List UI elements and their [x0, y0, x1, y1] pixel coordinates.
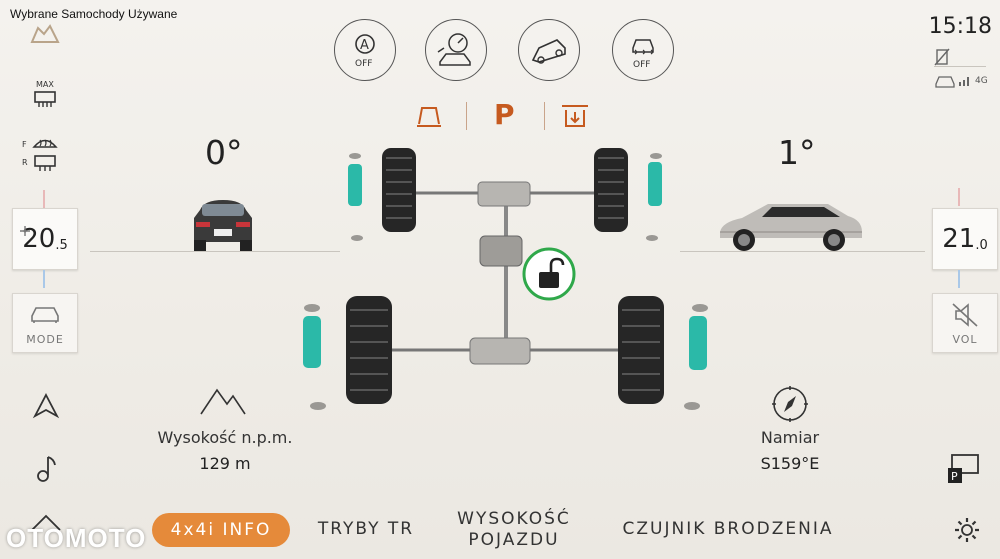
- altitude-value: 129 m: [199, 454, 251, 473]
- ground-line-right: [680, 251, 925, 252]
- traction-control-off-button[interactable]: OFF: [612, 19, 674, 81]
- svg-text:OFF: OFF: [355, 59, 372, 69]
- suspension-rear-left: [303, 304, 326, 410]
- front-defrost-icon[interactable]: [32, 134, 58, 150]
- access-height-icon: [562, 105, 588, 127]
- fan-icon: [20, 226, 30, 236]
- mute-icon: [952, 303, 978, 327]
- parking-camera-icon[interactable]: P: [946, 452, 980, 484]
- right-temp-value: 21: [942, 224, 976, 254]
- compass-icon: [772, 386, 808, 422]
- svg-text:A: A: [360, 38, 369, 53]
- altitude-label: Wysokość n.p.m.: [157, 428, 293, 447]
- car-rear-view: [194, 200, 252, 252]
- tab-4x4i-info-label: 4x4i INFO: [170, 520, 272, 540]
- home-icon[interactable]: [30, 512, 62, 532]
- clock: 15:18: [928, 14, 992, 39]
- auto-start-stop-off-icon: A OFF: [355, 34, 375, 69]
- right-temp-decimal: .0: [975, 237, 988, 253]
- diff-lock-unlocked-icon: [522, 247, 576, 301]
- right-sidebar: 15:18 4G 21 .0 VOL: [920, 0, 1000, 559]
- suspension-front-left: [348, 153, 363, 241]
- svg-text:P: P: [951, 470, 958, 483]
- network-label: 4G: [975, 76, 988, 86]
- gear-divider-left: [466, 102, 467, 130]
- terrain-response-button[interactable]: [518, 19, 580, 81]
- suspension-rear-right: [684, 304, 708, 410]
- tab-wysokosc-line2: POJAZDU: [468, 530, 560, 550]
- suspension-front-right: [646, 153, 662, 241]
- media-icon[interactable]: [34, 455, 58, 483]
- tab-wysokosc-pojazdu[interactable]: WYSOKOŚĆ POJAZDU: [446, 509, 582, 551]
- rear-label: R: [22, 158, 28, 167]
- front-label: F: [22, 140, 27, 149]
- hill-descent-button[interactable]: [425, 19, 487, 81]
- pitch-angle: 0°: [205, 133, 243, 172]
- mode-label: MODE: [26, 333, 64, 346]
- car-side-view: [720, 204, 862, 251]
- gear-indicator: P: [410, 98, 600, 136]
- svg-text:OFF: OFF: [633, 60, 650, 70]
- max-defrost-icon[interactable]: [32, 90, 58, 108]
- max-label: MAX: [36, 80, 54, 89]
- tab-tryby-tr[interactable]: TRYBY TR: [317, 519, 415, 539]
- temp-scale-top: [43, 190, 45, 208]
- settings-icon[interactable]: [952, 515, 982, 545]
- traction-control-off-icon: OFF: [632, 39, 654, 70]
- left-temp-decimal: .5: [55, 237, 68, 253]
- seat-icon[interactable]: [28, 20, 62, 44]
- gear-divider-right: [544, 102, 545, 130]
- right-temp-scale-top: [958, 188, 960, 206]
- tab-wysokosc-line1: WYSOKOŚĆ: [457, 509, 571, 529]
- left-temp-control[interactable]: 20 .5: [12, 208, 78, 270]
- left-sidebar: MAX F R 20 .5 MODE: [0, 0, 90, 559]
- phone-off-icon: [934, 48, 950, 66]
- status-divider: [934, 66, 986, 67]
- auto-start-stop-off-button[interactable]: A OFF: [334, 19, 396, 81]
- left-temp-value: 20: [22, 224, 56, 254]
- volume-button[interactable]: VOL: [932, 293, 998, 353]
- terrain-response-icon: [531, 39, 566, 64]
- rear-defrost-icon[interactable]: [32, 154, 58, 172]
- hill-descent-icon: [437, 33, 471, 66]
- signal-icon: [959, 77, 969, 86]
- temp-scale-bottom: [43, 270, 45, 288]
- mountain-icon: [200, 388, 246, 415]
- watermark-top: Wybrane Samochody Używane: [10, 7, 178, 21]
- heading-value: S159°E: [760, 454, 820, 473]
- ground-line-left: [90, 251, 340, 252]
- drivetrain-diagram: [346, 148, 664, 404]
- low-range-icon: [417, 107, 441, 127]
- vol-label: VOL: [952, 333, 978, 346]
- watermark-bottom: OTOMOTO: [6, 523, 147, 553]
- mode-button[interactable]: MODE: [12, 293, 78, 353]
- heading-label: Namiar: [760, 428, 820, 447]
- car-mode-icon: [31, 307, 59, 323]
- right-temp-control[interactable]: 21 .0: [932, 208, 998, 270]
- tab-czujnik-brodzenia[interactable]: CZUJNIK BRODZENIA: [622, 519, 834, 539]
- roll-angle: 1°: [778, 133, 816, 172]
- navigation-icon[interactable]: [32, 393, 60, 419]
- connected-car-icon: [935, 76, 955, 88]
- gear-park: P: [494, 98, 515, 131]
- tab-4x4i-info[interactable]: 4x4i INFO: [152, 513, 290, 547]
- right-temp-scale-bottom: [958, 270, 960, 288]
